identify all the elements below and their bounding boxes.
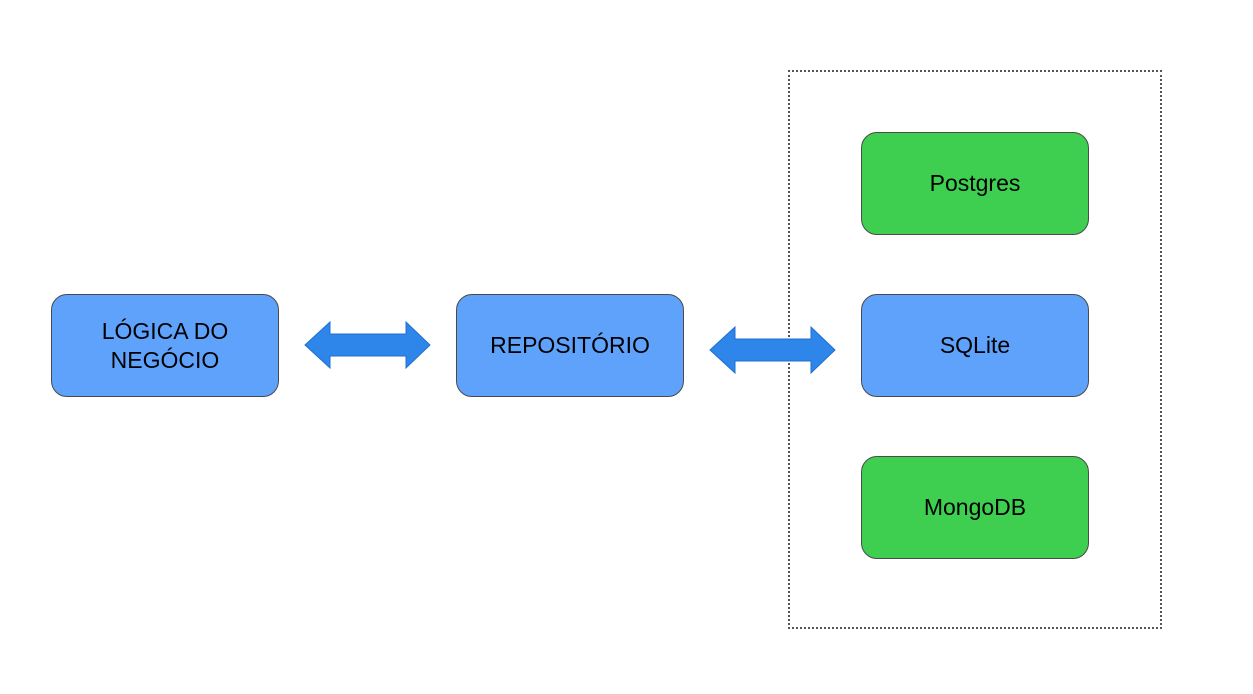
logica-do-negocio-node: LÓGICA DO NEGÓCIO [51,294,279,397]
postgres-node: Postgres [861,132,1089,235]
mongodb-label: MongoDB [923,494,1027,520]
postgres-label: Postgres [929,170,1021,196]
logica-do-negocio-label: LÓGICA DO NEGÓCIO [101,317,229,373]
mongodb-node: MongoDB [861,456,1089,559]
repositorio-node: REPOSITÓRIO [456,294,684,397]
sqlite-label: SQLite [939,332,1011,358]
repositorio-label: REPOSITÓRIO [490,332,650,358]
double-arrow-logica-repositorio [304,320,431,370]
sqlite-node: SQLite [861,294,1089,397]
